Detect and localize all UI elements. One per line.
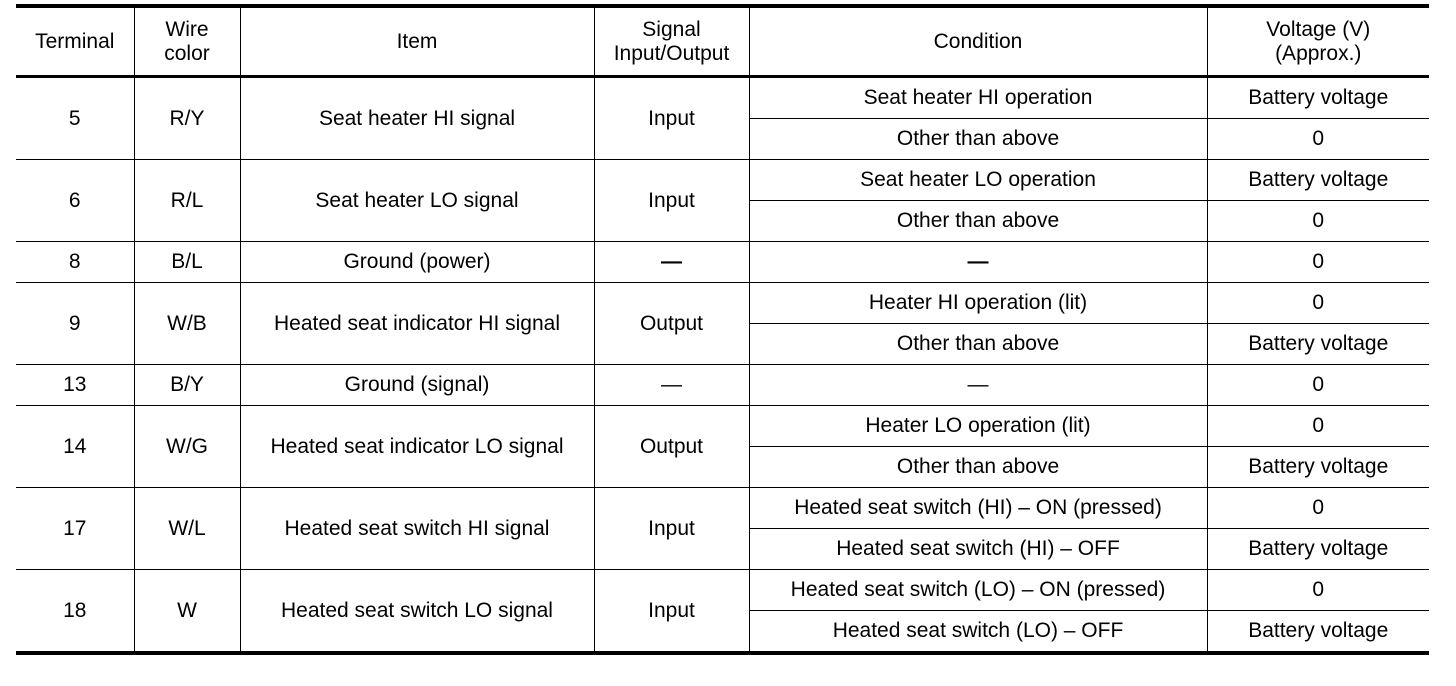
condition-cell: Heated seat switch (LO) – ON (pressed) [748,569,1208,611]
voltage-cell: 0 [1206,364,1429,406]
header-terminal: Terminal [16,4,135,78]
voltage-cell: Battery voltage [1206,528,1429,570]
terminal-table-container: Terminal Wire color Item Signal Input/Ou… [16,4,1429,655]
header-voltage-line-2: (Approx.) [1275,41,1362,65]
header-signal: Signal Input/Output [593,4,750,78]
voltage-cell: Battery voltage [1206,446,1429,488]
item-cell: Heated seat indicator HI signal [239,282,595,365]
condition-cell: — [748,364,1208,406]
condition-cell: Other than above [749,446,1208,488]
signal-cell: Output [593,405,750,488]
signal-cell: — [593,364,750,406]
header-item-label: Item [396,29,438,53]
terminal-cell: 17 [16,487,135,570]
voltage-cell: Battery voltage [1206,76,1429,119]
condition-cell: Other than above [749,323,1208,365]
header-wire-color-line-1: Wire [165,17,209,41]
voltage-cell: Battery voltage [1206,323,1429,365]
header-signal-line-2: Input/Output [613,41,730,65]
voltage-cell: 0 [1206,405,1429,447]
item-cell: Heated seat switch HI signal [239,487,595,570]
terminal-cell: 9 [16,282,135,365]
header-condition-label: Condition [933,29,1023,53]
terminal-cell: 5 [16,76,135,160]
header-voltage-line-1: Voltage (V) [1266,17,1371,41]
condition-cell: Seat heater HI operation [748,76,1208,119]
wire-color-cell: R/Y [133,76,241,160]
item-cell: Seat heater LO signal [239,159,595,242]
wire-color-cell: W/G [133,405,241,488]
signal-cell: Input [593,487,750,570]
voltage-cell: 0 [1206,118,1429,160]
signal-cell: — [593,241,750,283]
header-terminal-label: Terminal [35,29,115,53]
wire-color-cell: W [133,569,241,655]
condition-cell: — [748,241,1208,283]
item-cell: Heated seat switch LO signal [239,569,595,655]
item-cell: Ground (power) [239,241,595,283]
terminal-cell: 6 [16,159,135,242]
terminal-cell: 18 [16,569,135,655]
terminal-cell: 8 [16,241,135,283]
voltage-cell: Battery voltage [1206,610,1429,655]
wire-color-cell: W/B [133,282,241,365]
header-row: Terminal Wire color Item Signal Input/Ou… [16,4,1429,78]
header-wire-color-line-2: color [164,41,210,65]
condition-cell: Other than above [749,200,1208,242]
voltage-cell: 0 [1206,282,1429,324]
signal-cell: Input [593,569,750,655]
voltage-cell: 0 [1206,241,1429,283]
condition-cell: Seat heater LO operation [748,159,1208,201]
voltage-cell: 0 [1206,487,1429,529]
voltage-cell: 0 [1206,569,1429,611]
terminal-cell: 13 [16,364,135,406]
header-wire-color: Wire color [133,4,241,78]
wire-color-cell: B/Y [133,364,241,406]
item-cell: Heated seat indicator LO signal [239,405,595,488]
signal-cell: Output [593,282,750,365]
item-cell: Ground (signal) [239,364,595,406]
table-header: Terminal Wire color Item Signal Input/Ou… [16,4,1429,78]
header-item: Item [239,4,595,78]
voltage-cell: Battery voltage [1206,159,1429,201]
signal-cell: Input [593,76,750,160]
wire-color-cell: B/L [133,241,241,283]
condition-cell: Other than above [749,118,1208,160]
item-cell: Seat heater HI signal [239,76,595,160]
condition-cell: Heated seat switch (LO) – OFF [749,610,1208,655]
header-signal-line-1: Signal [642,17,701,41]
terminal-spec-table: Terminal Wire color Item Signal Input/Ou… [16,4,1429,655]
signal-cell: Input [593,159,750,242]
condition-cell: Heater HI operation (lit) [748,282,1208,324]
terminal-cell: 14 [16,405,135,488]
voltage-cell: 0 [1206,200,1429,242]
condition-cell: Heated seat switch (HI) – OFF [749,528,1208,570]
wire-color-cell: W/L [133,487,241,570]
condition-cell: Heated seat switch (HI) – ON (pressed) [748,487,1208,529]
header-condition: Condition [748,4,1208,78]
header-voltage: Voltage (V) (Approx.) [1206,4,1429,78]
wire-color-cell: R/L [133,159,241,242]
condition-cell: Heater LO operation (lit) [748,405,1208,447]
